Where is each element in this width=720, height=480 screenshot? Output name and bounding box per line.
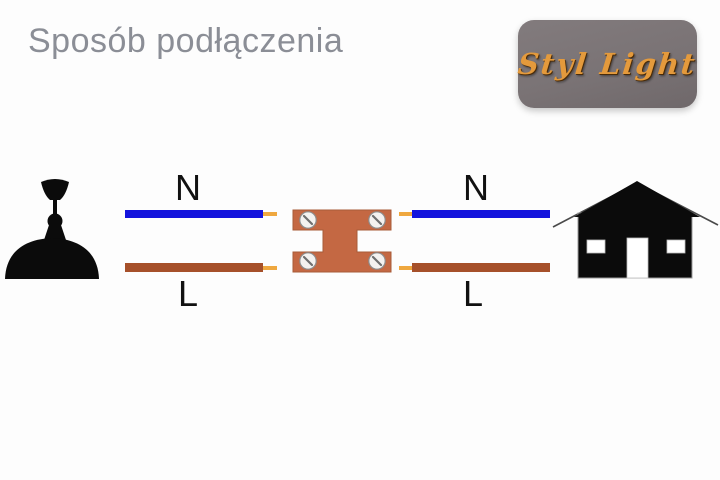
house-window-left bbox=[586, 239, 606, 254]
mains-neutral-wire bbox=[412, 210, 550, 218]
label-lamp-neutral: N bbox=[175, 167, 201, 208]
mains-live-wire-tip bbox=[399, 266, 412, 270]
lamp-shade bbox=[5, 238, 99, 279]
lamp-live-wire bbox=[125, 263, 263, 272]
lamp-neutral-wire-tip bbox=[263, 212, 277, 216]
house-window-right bbox=[666, 239, 686, 254]
lamp-ball bbox=[47, 213, 63, 229]
label-lamp-live: L bbox=[177, 273, 199, 314]
lamp-rod bbox=[53, 198, 57, 216]
house-door bbox=[626, 237, 649, 279]
lamp-live-wire-tip bbox=[263, 266, 277, 270]
label-mains-live: L bbox=[462, 273, 484, 314]
terminal-block-icon bbox=[292, 209, 392, 273]
house-roof bbox=[574, 181, 700, 217]
house-icon bbox=[552, 181, 719, 279]
page-title: Sposób podłączenia bbox=[28, 22, 344, 60]
brand-logo-text: Styl Light bbox=[516, 47, 699, 81]
brand-logo: Styl Light bbox=[516, 20, 699, 108]
mains-live-wire bbox=[412, 263, 550, 272]
pendant-lamp-icon bbox=[5, 179, 99, 279]
lamp-neck bbox=[44, 225, 66, 240]
lamp-canopy bbox=[41, 179, 69, 200]
mains-neutral-wire-tip bbox=[399, 212, 412, 216]
lamp-neutral-wire bbox=[125, 210, 263, 218]
label-mains-neutral: N bbox=[463, 167, 489, 208]
screw-slots bbox=[302, 214, 383, 267]
terminal-block-body bbox=[292, 209, 392, 273]
